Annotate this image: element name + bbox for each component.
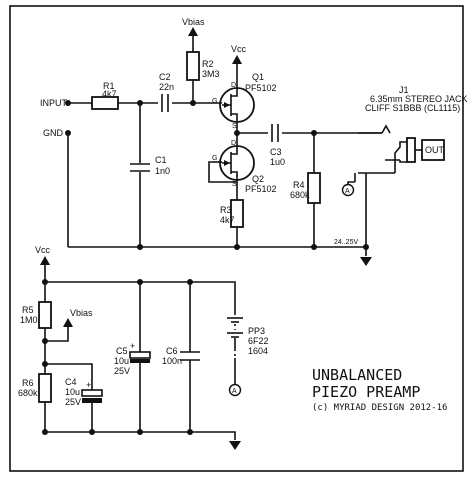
- r2-value: 3M3: [202, 69, 220, 79]
- capacitor-c3: [271, 124, 279, 142]
- pp3-ref: PP3: [248, 326, 265, 336]
- title-line1: UNBALANCED: [312, 366, 402, 384]
- j1-desc2: CLIFF S1BBB (CL1115): [365, 103, 460, 113]
- vbias-arrow: Vbias: [182, 17, 205, 36]
- vbias-arrow-psu: Vbias: [63, 308, 93, 327]
- pp3-value1: 6F22: [248, 336, 269, 346]
- capacitor-c2: [161, 94, 169, 112]
- vcc-psu-label: Vcc: [35, 245, 51, 255]
- vbias-label: Vbias: [182, 17, 205, 27]
- r4-value: 680k: [290, 190, 310, 200]
- pp3-value2: 1604: [248, 346, 268, 356]
- resistor-r6: [38, 373, 52, 403]
- r1-value: 4k7: [102, 89, 117, 99]
- jack-j1: [381, 124, 445, 173]
- q1-s: S: [232, 123, 237, 130]
- c6-ref: C6: [166, 346, 178, 356]
- wires-psu: [44, 260, 236, 440]
- gnd-label: GND: [43, 128, 64, 138]
- node-a-psu-label: A: [232, 388, 237, 395]
- node-a-marker-psu: A: [228, 383, 242, 397]
- c4-plus: +: [86, 380, 91, 390]
- r5-value: 1M0: [20, 315, 38, 325]
- resistor-r4: [307, 172, 321, 204]
- r3-value: 4k7: [220, 215, 235, 225]
- c3-ref: C3: [270, 147, 282, 157]
- capacitor-c5: +: [129, 341, 151, 363]
- r5-ref: R5: [22, 305, 34, 315]
- capacitor-c6: [180, 351, 200, 361]
- c5-plus: +: [130, 341, 135, 351]
- c4-value2: 25V: [65, 397, 81, 407]
- jfet-q2: [219, 145, 255, 181]
- c1-value: 1n0: [155, 166, 170, 176]
- q2-part: PF5102: [245, 184, 277, 194]
- resistor-r5: [38, 301, 52, 329]
- capacitor-c4: +: [81, 380, 103, 403]
- r4-ref: R4: [293, 180, 305, 190]
- r6-ref: R6: [22, 378, 34, 388]
- rail-label: 24..25V: [334, 239, 358, 246]
- ground-symbol-preamp: [360, 257, 372, 266]
- resistor-r2: [186, 51, 200, 81]
- c2-ref: C2: [159, 72, 171, 82]
- jfet-q1: [219, 87, 255, 123]
- r2-ref: R2: [202, 59, 214, 69]
- resistor-r1: [91, 96, 119, 110]
- c3-value: 1u0: [270, 157, 285, 167]
- q1-d: D: [231, 82, 236, 89]
- battery-pp3: [227, 317, 243, 358]
- vcc-arrow-psu: Vcc: [35, 245, 51, 265]
- resistor-r3: [230, 199, 244, 228]
- q2-s: S: [232, 181, 237, 188]
- c6-value: 100n: [162, 356, 182, 366]
- c2-value: 22n: [159, 82, 174, 92]
- title-line3: (c) MYRIAD DESIGN 2012-16: [312, 403, 447, 413]
- node-a-marker: A: [341, 183, 355, 197]
- wires-preamp: [67, 32, 395, 256]
- q1-part: PF5102: [245, 83, 277, 93]
- q2-d: D: [231, 140, 236, 147]
- r3-ref: R3: [220, 205, 232, 215]
- j1-desc1: 6.35mm STEREO JACK: [370, 94, 468, 104]
- vbias-psu-label: Vbias: [70, 308, 93, 318]
- node-a-label: A: [345, 188, 350, 195]
- c1-ref: C1: [155, 155, 167, 165]
- j1-out: OUT: [425, 145, 445, 155]
- input-label: INPUT: [40, 98, 68, 108]
- c4-value1: 10u: [65, 387, 80, 397]
- j1-ref: J1: [399, 85, 409, 95]
- vcc-arrow-q1: Vcc: [231, 44, 247, 64]
- q2-ref: Q2: [252, 174, 264, 184]
- q2-g: G: [212, 155, 217, 162]
- c4-ref: C4: [65, 377, 77, 387]
- r6-value: 680k: [18, 388, 38, 398]
- q1-g: G: [212, 98, 217, 105]
- frame: [9, 5, 464, 472]
- title-line2: PIEZO PREAMP: [312, 383, 420, 401]
- c5-ref: C5: [116, 346, 128, 356]
- r1-ref: R1: [103, 81, 115, 91]
- c5-value1: 10u: [114, 356, 129, 366]
- q1-ref: Q1: [252, 72, 264, 82]
- c5-value2: 25V: [114, 366, 130, 376]
- ground-symbol-psu: [229, 441, 241, 450]
- capacitor-c1: [130, 163, 150, 172]
- vcc-label: Vcc: [231, 44, 247, 54]
